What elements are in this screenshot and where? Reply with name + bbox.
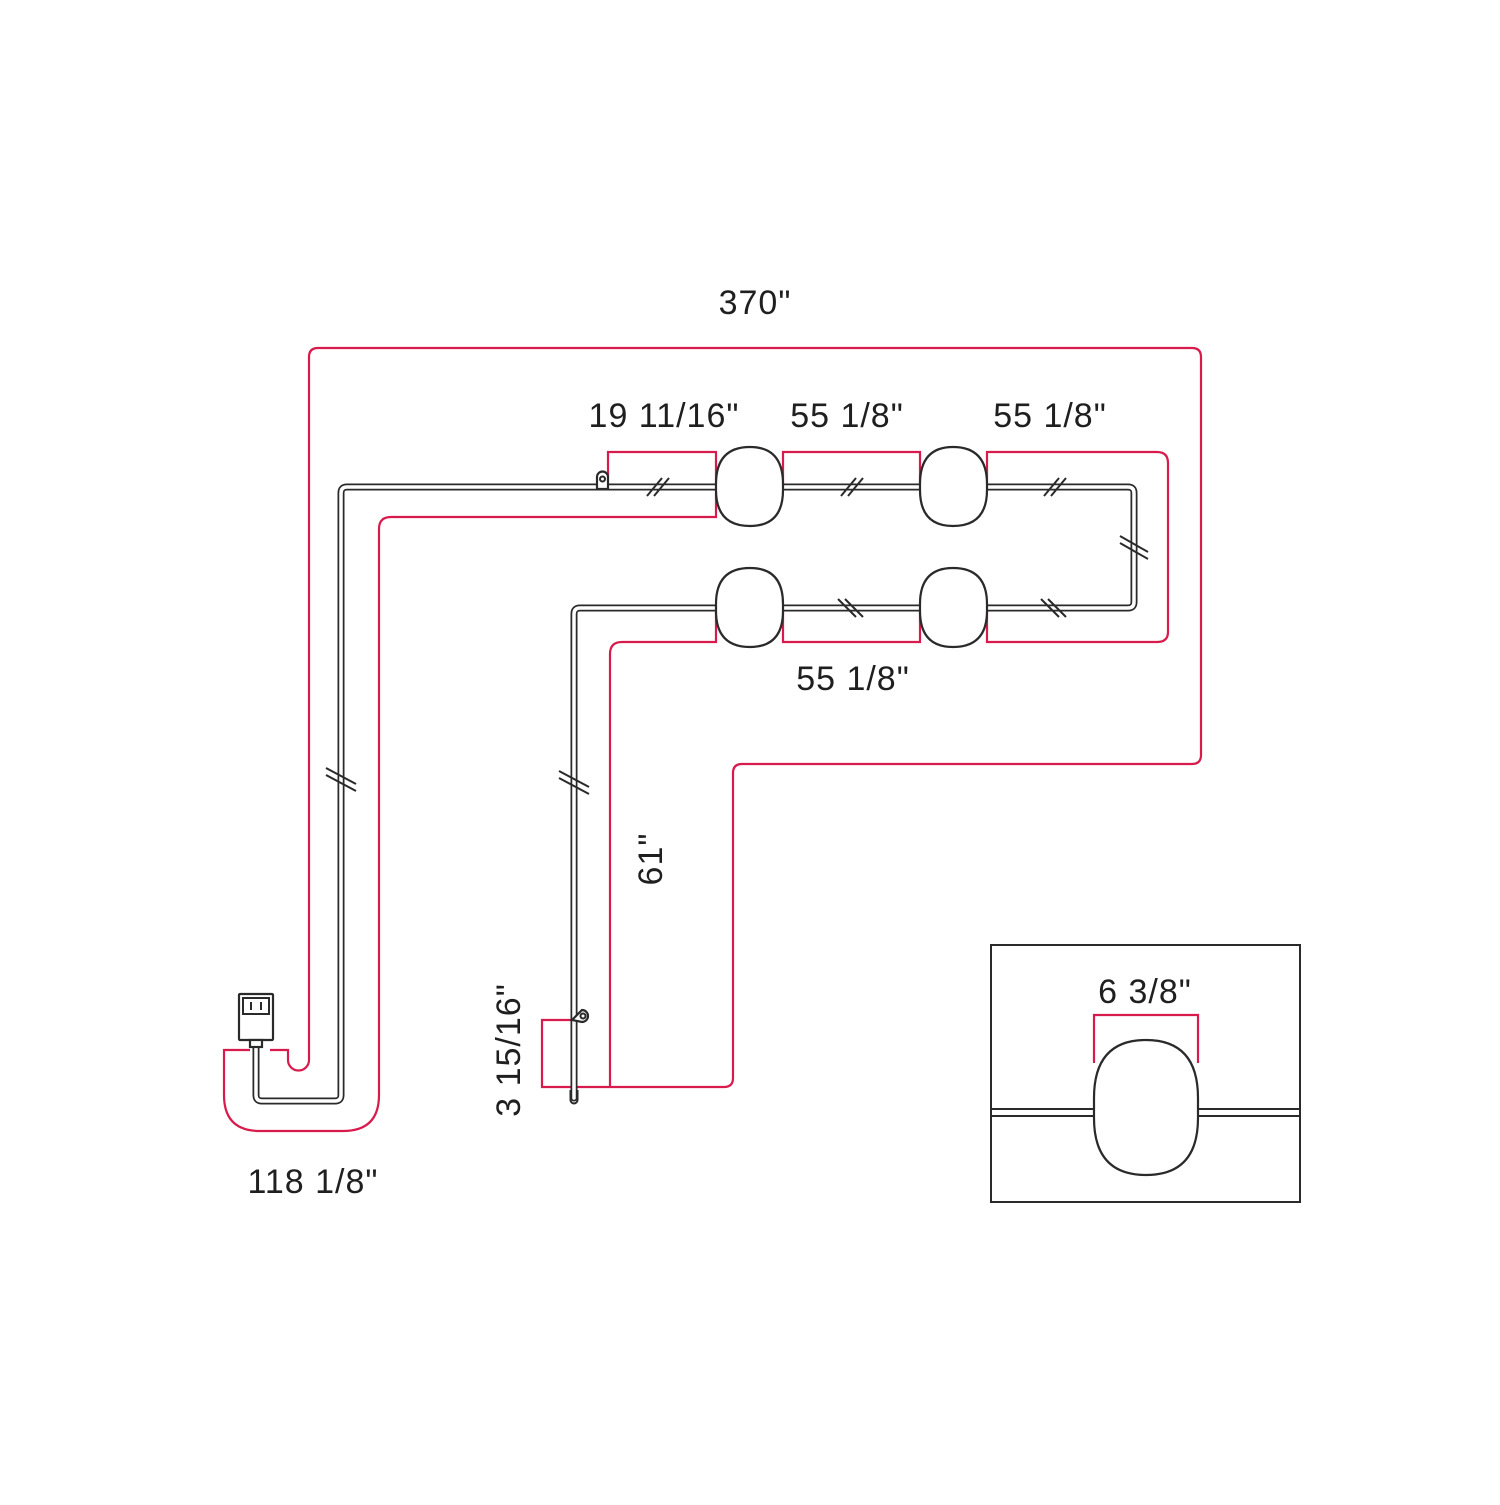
light-bulb-icon [714,566,785,649]
adapter-hook-dimension [270,1048,311,1072]
spacing-top-2-dimension [985,450,1170,644]
spacing-top-2-label: 55 1/8" [993,397,1107,435]
lead-segment-label: 19 11/16" [589,397,740,435]
light-bulb-icon [918,445,989,528]
cord-clip-icon [595,470,610,491]
spacing-top-1-label: 55 1/8" [790,397,904,435]
light-cord [252,483,1138,1105]
light-bulb-icon [918,566,989,649]
light-bulb-icon [1092,1038,1200,1177]
return-run-dimension [608,610,718,1087]
cord-end-cap [569,1090,579,1105]
power-adapter-icon [237,992,275,1049]
bulb-detail-inset [990,944,1301,1203]
total-length-dimension [307,346,1203,1089]
spacing-bottom-dimension [781,610,922,644]
cord-clip-icon [569,1008,590,1024]
bulb-width-dimension [1092,1013,1200,1063]
total-length-label: 370" [719,284,792,322]
return-run-label: 61" [632,833,670,886]
light-cord-core [254,485,1136,1103]
light-bulb-icon [714,445,785,528]
power-cord-label: 118 1/8" [248,1163,379,1201]
spacing-bottom-label: 55 1/8" [796,660,910,698]
break-marks [325,477,1149,795]
spacing-top-1-dimension [781,450,922,484]
power-cord-dimension [222,450,718,1133]
end-tail-label: 3 15/16" [490,983,528,1117]
bulb-width-label: 6 3/8" [1098,973,1192,1011]
